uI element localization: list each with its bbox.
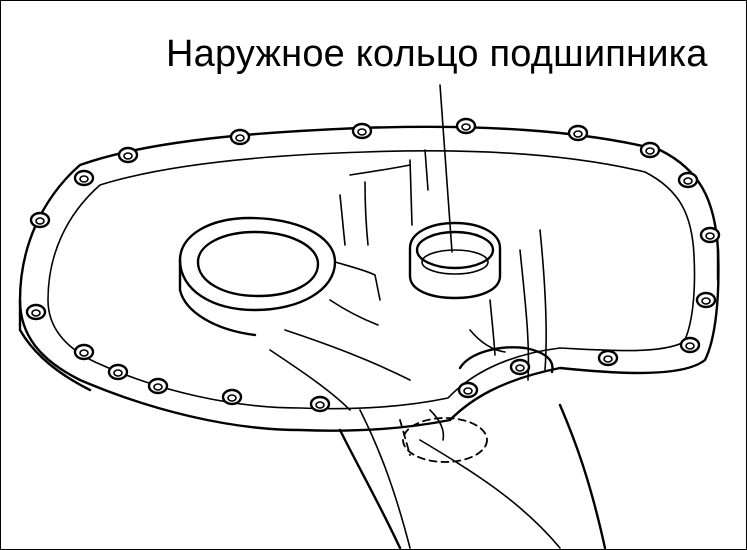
bolt-hole — [645, 147, 655, 155]
bolt-boss — [229, 128, 251, 146]
bolt-hole — [227, 394, 237, 402]
bolt-hole — [515, 364, 525, 372]
bolt-hole — [153, 383, 163, 391]
bolt-hole — [683, 177, 693, 185]
bolt-boss — [147, 377, 169, 395]
bolt-hole — [705, 232, 715, 240]
bearing-outer-race — [408, 221, 502, 300]
bolt-boss — [509, 358, 531, 376]
housing-body — [269, 229, 607, 550]
bolt-boss — [567, 124, 589, 142]
bolt-boss — [695, 291, 717, 309]
bolt-hole — [123, 152, 133, 160]
bolt-hole — [685, 342, 695, 350]
bolt-bosses — [25, 117, 721, 413]
bolt-boss — [699, 226, 721, 244]
bolt-boss — [221, 388, 243, 406]
bolt-boss — [455, 117, 477, 135]
bolt-boss — [73, 343, 95, 361]
bolt-boss — [679, 336, 701, 354]
bolt-hole — [573, 130, 583, 138]
bolt-hole — [79, 175, 89, 183]
internal-details — [339, 149, 554, 441]
bolt-boss — [73, 169, 95, 187]
bolt-boss — [639, 141, 661, 159]
bolt-boss — [117, 146, 139, 164]
bolt-boss — [597, 349, 619, 367]
bolt-hole — [463, 387, 473, 395]
bolt-hole — [461, 123, 471, 131]
bolt-hole — [701, 297, 711, 305]
bolt-boss — [29, 211, 51, 229]
bolt-boss — [351, 122, 373, 140]
bolt-hole — [79, 349, 89, 357]
bolt-hole — [603, 355, 613, 363]
bolt-boss — [25, 303, 47, 321]
bolt-boss — [107, 363, 129, 381]
bolt-hole — [35, 217, 45, 225]
bolt-hole — [113, 369, 123, 377]
callout-label: Наружное кольцо подшипника — [166, 33, 708, 75]
bolt-boss — [309, 395, 331, 413]
hidden-bore-outline — [399, 417, 488, 463]
bolt-boss — [457, 381, 479, 399]
callout-leader-line — [439, 84, 453, 253]
bolt-hole — [235, 134, 245, 142]
bolt-hole — [315, 401, 325, 409]
bolt-boss — [677, 171, 699, 189]
bolt-hole — [31, 309, 41, 317]
input-shaft-bore — [178, 216, 381, 337]
bolt-hole — [357, 128, 367, 136]
